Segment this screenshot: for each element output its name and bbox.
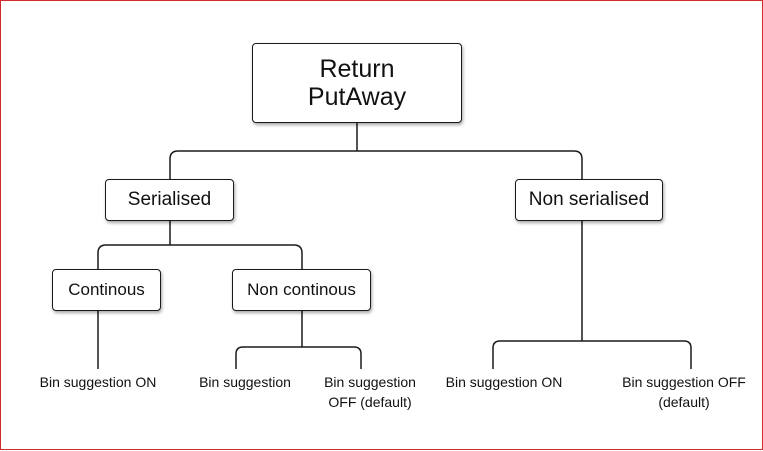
- node-non-serialised-label: Non serialised: [528, 189, 650, 210]
- connector-serialised-to-children: [97, 221, 303, 269]
- connector-nonserialised-to-leaves: [492, 221, 692, 369]
- leaf-nonserialised-off-line1: Bin suggestion OFF: [622, 374, 746, 390]
- node-continuous-label: Continous: [68, 280, 145, 299]
- node-serialised-label: Serialised: [127, 189, 212, 210]
- node-non-continuous-label: Non continous: [247, 280, 356, 299]
- connector-root-to-branches: [169, 123, 583, 179]
- leaf-nonserialised-bin-suggestion-off: Bin suggestion OFF (default): [609, 372, 759, 413]
- connector-noncontinuous-to-leaves: [235, 311, 362, 369]
- leaf-nonserialised-off-line2: (default): [658, 394, 710, 411]
- node-continuous: Continous: [52, 269, 161, 311]
- node-serialised: Serialised: [105, 179, 234, 221]
- root-node-line1: Return: [319, 55, 395, 83]
- node-non-continuous: Non continous: [232, 269, 371, 311]
- leaf-noncontinuous-on-label: Bin suggestion: [199, 374, 291, 390]
- root-node-line2: PutAway: [307, 83, 407, 111]
- leaf-continuous-on-label: Bin suggestion ON: [39, 374, 157, 390]
- leaf-noncontinuous-off-line2: OFF (default): [328, 394, 412, 411]
- leaf-nonserialised-on-label: Bin suggestion ON: [445, 374, 563, 390]
- leaf-nonserialised-bin-suggestion-on: Bin suggestion ON: [431, 372, 577, 392]
- leaf-noncontinuous-off-line1: Bin suggestion: [324, 374, 416, 390]
- leaf-continuous-bin-suggestion-on: Bin suggestion ON: [21, 372, 175, 392]
- leaf-noncontinuous-bin-suggestion: Bin suggestion: [186, 372, 304, 392]
- leaf-noncontinuous-bin-suggestion-off: Bin suggestion OFF (default): [309, 372, 431, 413]
- root-node-return-putaway: Return PutAway: [252, 43, 462, 123]
- node-non-serialised: Non serialised: [515, 179, 663, 221]
